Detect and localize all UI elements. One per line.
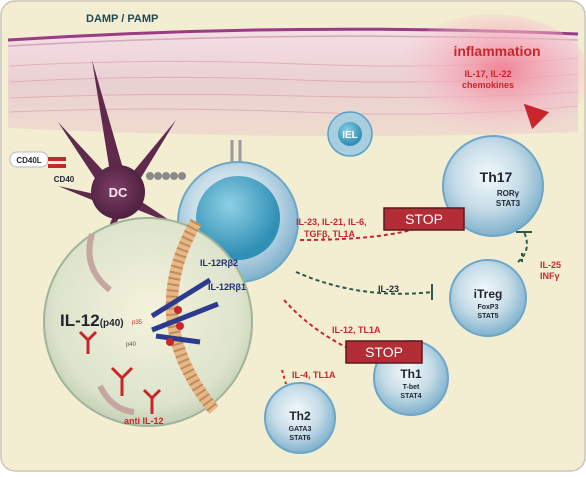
iel-label: IEL	[342, 130, 358, 141]
stop-sign-th17	[383, 207, 465, 231]
th2-signals: IL-4, TL1A	[292, 370, 336, 380]
itreg-cell	[449, 259, 527, 337]
th17-label: Th17	[480, 169, 513, 185]
itreg-foxp3: FoxP3	[477, 304, 498, 311]
il12-label: IL-12(p40)	[60, 311, 124, 330]
th17-signals-2: TGFβ, TL1A	[304, 229, 355, 239]
th1-tbet: T-bet	[403, 384, 420, 391]
il23-label: IL-23	[378, 284, 399, 294]
dc-label: DC	[109, 185, 128, 200]
th2-stat6: STAT6	[289, 435, 310, 442]
cd40-label: CD40	[54, 175, 75, 184]
il12rb1-label: IL-12Rβ1	[208, 282, 246, 292]
inflammation-label: inflammation	[453, 43, 540, 59]
cd40l-label: CD40L	[16, 156, 41, 165]
blocking-arrow	[97, 384, 135, 415]
inflammation-cytokines: IL-17, IL-22	[464, 69, 511, 79]
anti-il12-antibodies	[78, 330, 162, 414]
itreg-stat5: STAT5	[477, 313, 498, 320]
il25-label: IL-25	[540, 260, 561, 270]
th17-rorg: RORγ	[497, 189, 520, 198]
th2-pathway	[281, 369, 287, 385]
th17-stat3: STAT3	[496, 199, 521, 208]
stop-sign-th1	[345, 340, 423, 364]
inflammation-arrow	[523, 103, 550, 130]
il12rb2-label: IL-12Rβ2	[200, 258, 238, 268]
th1-label: Th1	[400, 367, 422, 381]
uptake-arrow	[86, 233, 112, 293]
stop-sign-th17-label: STOP	[405, 211, 443, 227]
th1-stat4: STAT4	[400, 393, 421, 400]
il12-receptor	[150, 277, 219, 346]
receptor-chain	[146, 172, 186, 180]
th17-cell	[442, 135, 544, 237]
p35-small-label: p35	[132, 320, 143, 326]
damp-pamp-label: DAMP / PAMP	[86, 13, 158, 25]
anti-il12-label: anti IL-12	[124, 416, 164, 426]
naive-t-cell-nucleus	[196, 176, 280, 260]
itreg-inhibition	[517, 231, 528, 263]
itreg-label: iTreg	[474, 287, 503, 301]
th2-gata3: GATA3	[289, 426, 312, 433]
itreg-pathway	[295, 271, 433, 295]
th17-signals-1: IL-23, IL-21, IL-6,	[296, 217, 367, 227]
stop-sign-th1-label: STOP	[365, 344, 403, 360]
th1-signals: IL-12, TL1A	[332, 325, 381, 335]
th2-label: Th2	[289, 409, 311, 423]
infg-label: INFγ	[540, 271, 560, 281]
inflammation-chemokines: chemokines	[462, 80, 514, 90]
th2-cell	[264, 382, 336, 454]
p40-small-label: p40	[126, 342, 137, 348]
